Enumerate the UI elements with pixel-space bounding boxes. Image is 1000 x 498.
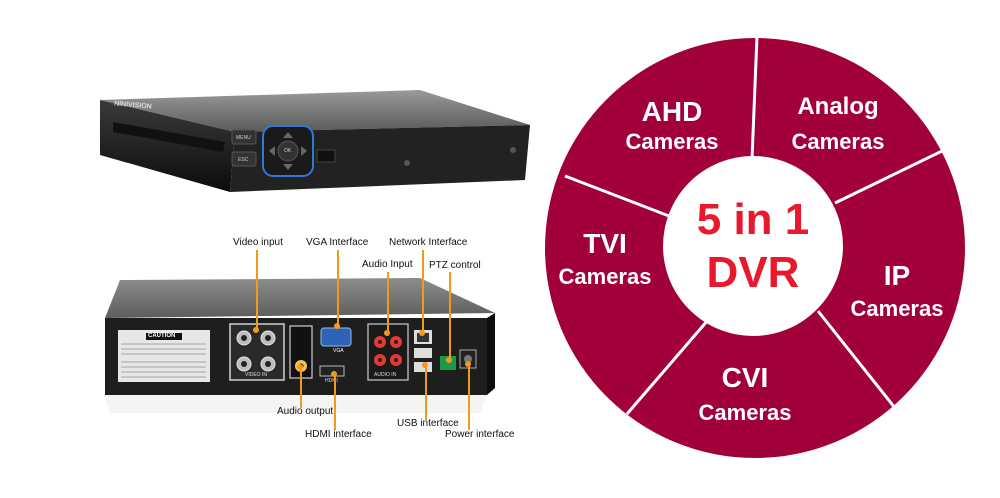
- caution-label: CAUTION: [148, 333, 176, 339]
- callout-line-video: [256, 250, 258, 330]
- video-in-label: VIDEO IN: [245, 372, 267, 378]
- dvr-back-image: [105, 278, 495, 413]
- callout-dot-video: [253, 327, 259, 333]
- segment-ahd-line2: Cameras: [625, 129, 719, 154]
- callout-line-vga: [337, 250, 339, 326]
- callout-dot-audio-in: [384, 330, 390, 336]
- callout-audio-output: Audio output: [277, 406, 334, 417]
- segment-tvi-line2: Cameras: [558, 264, 652, 289]
- callout-hdmi-interface: HDMI interface: [305, 429, 372, 440]
- callout-vga-interface: VGA Interface: [306, 237, 369, 248]
- callout-usb-interface: USB interface: [397, 418, 459, 429]
- callout-line-ptz: [449, 272, 451, 360]
- wheel-center-line2: DVR: [706, 248, 800, 297]
- callout-dot-network: [419, 330, 425, 336]
- wheel-dividers: [564, 35, 943, 415]
- dvr-front-image: [100, 90, 530, 192]
- callout-network-interface: Network Interface: [389, 237, 468, 248]
- segment-cvi-line2: Cameras: [698, 400, 792, 425]
- callout-power-interface: Power interface: [445, 429, 515, 440]
- callout-dot-hdmi: [331, 371, 337, 377]
- esc-button-label: ESC: [238, 157, 249, 163]
- segment-cvi-line1: CVI: [721, 362, 769, 393]
- menu-button-label: MENU: [236, 135, 251, 141]
- five-in-one-wheel: [545, 35, 965, 458]
- segment-ip-line2: Cameras: [850, 296, 944, 321]
- vga-port-label: VGA: [333, 348, 344, 354]
- wheel-center-line1: 5 in 1: [696, 195, 810, 244]
- hdmi-port-label: HDMI: [325, 378, 338, 384]
- callout-line-audio-out: [300, 368, 302, 408]
- callout-line-usb: [425, 366, 427, 420]
- callout-ptz-control: PTZ control: [429, 260, 481, 271]
- callout-line-network: [422, 250, 424, 332]
- callout-dot-vga: [334, 323, 340, 329]
- segment-ahd-line1: AHD: [641, 96, 703, 127]
- callout-audio-input: Audio Input: [362, 259, 413, 270]
- ok-button-label: OK: [284, 148, 292, 154]
- callout-dot-audio-out: [297, 364, 303, 370]
- segment-tvi-line1: TVI: [583, 228, 627, 259]
- callout-line-hdmi: [334, 375, 336, 430]
- segment-analog-line2: Cameras: [791, 129, 885, 154]
- callout-line-audio-in: [387, 272, 389, 334]
- callout-line-power: [468, 365, 470, 430]
- callout-dot-usb: [422, 362, 428, 368]
- callout-dot-ptz: [446, 357, 452, 363]
- wheel-center: [663, 156, 843, 336]
- callout-dot-power: [465, 361, 471, 367]
- segment-analog-line1: Analog: [797, 93, 879, 120]
- callout-video-input: Video input: [233, 237, 283, 248]
- segment-ip-line1: IP: [883, 260, 911, 291]
- audio-in-label: AUDIO IN: [374, 372, 397, 378]
